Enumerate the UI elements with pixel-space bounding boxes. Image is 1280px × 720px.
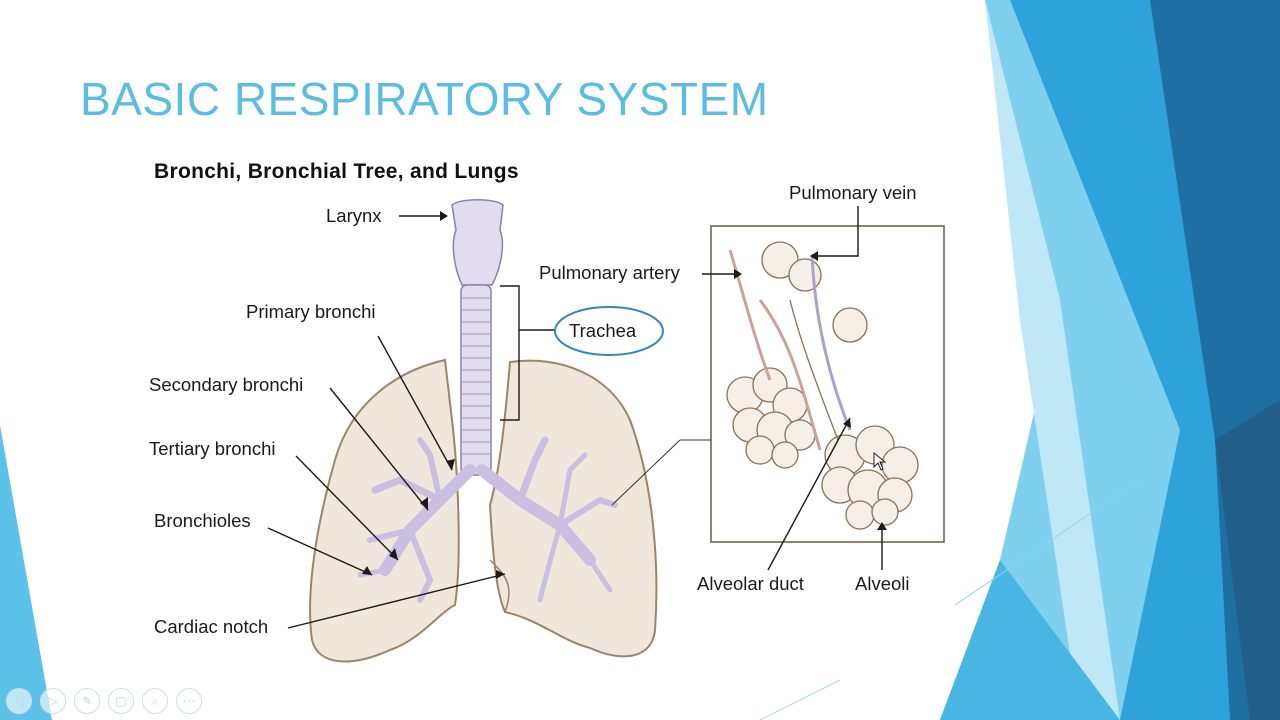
- facet-line-2: [759, 679, 841, 720]
- slide-title: BASIC RESPIRATORY SYSTEM: [80, 73, 769, 125]
- trachea-shape: [460, 284, 492, 476]
- label-larynx: Larynx: [326, 205, 382, 226]
- alveoli-clusters: [726, 241, 919, 530]
- slides-icon[interactable]: ▢: [108, 688, 134, 714]
- left-facet: [0, 425, 52, 720]
- pointer-arrowheads: [362, 211, 887, 579]
- label-trachea: Trachea: [569, 320, 637, 341]
- facet-darkest: [1215, 400, 1280, 720]
- trachea-rings: [462, 297, 490, 455]
- diagram-title: Bronchi, Bronchial Tree, and Lungs: [154, 160, 519, 183]
- left-lung: [488, 359, 658, 658]
- pointer-lines: [267, 206, 883, 629]
- trachea-highlight-ellipse: [554, 306, 664, 356]
- inset-connector: [611, 439, 681, 506]
- previous-icon[interactable]: ◁: [6, 688, 32, 714]
- label-pulmonary-artery: Pulmonary artery: [539, 262, 680, 283]
- label-pulmonary-vein: Pulmonary vein: [789, 182, 917, 203]
- larynx-shape: [451, 199, 504, 286]
- slideshow-toolbar: ◁ ▷ ✎ ▢ ⌕ ⋯: [6, 688, 202, 714]
- pen-icon[interactable]: ✎: [74, 688, 100, 714]
- mouse-cursor-icon: [873, 452, 887, 471]
- right-lung: [309, 358, 460, 663]
- label-tertiary-bronchi: Tertiary bronchi: [149, 438, 276, 459]
- cardiac-notch-shape: [489, 559, 510, 613]
- facet-bottom: [940, 560, 1120, 720]
- label-alveolar-duct: Alveolar duct: [697, 573, 804, 594]
- zoom-icon[interactable]: ⌕: [142, 688, 168, 714]
- label-primary-bronchi: Primary bronchi: [246, 301, 376, 322]
- label-alveoli: Alveoli: [855, 573, 910, 594]
- label-cardiac-notch: Cardiac notch: [154, 616, 269, 637]
- label-secondary-bronchi: Secondary bronchi: [149, 374, 304, 395]
- facet-line: [954, 479, 1141, 606]
- facet-highlight: [985, 0, 1120, 720]
- label-bronchioles: Bronchioles: [154, 510, 251, 531]
- next-icon[interactable]: ▷: [40, 688, 66, 714]
- inset-vessels: [728, 249, 852, 451]
- alveolar-duct-shape: [789, 299, 839, 441]
- more-icon[interactable]: ⋯: [176, 688, 202, 714]
